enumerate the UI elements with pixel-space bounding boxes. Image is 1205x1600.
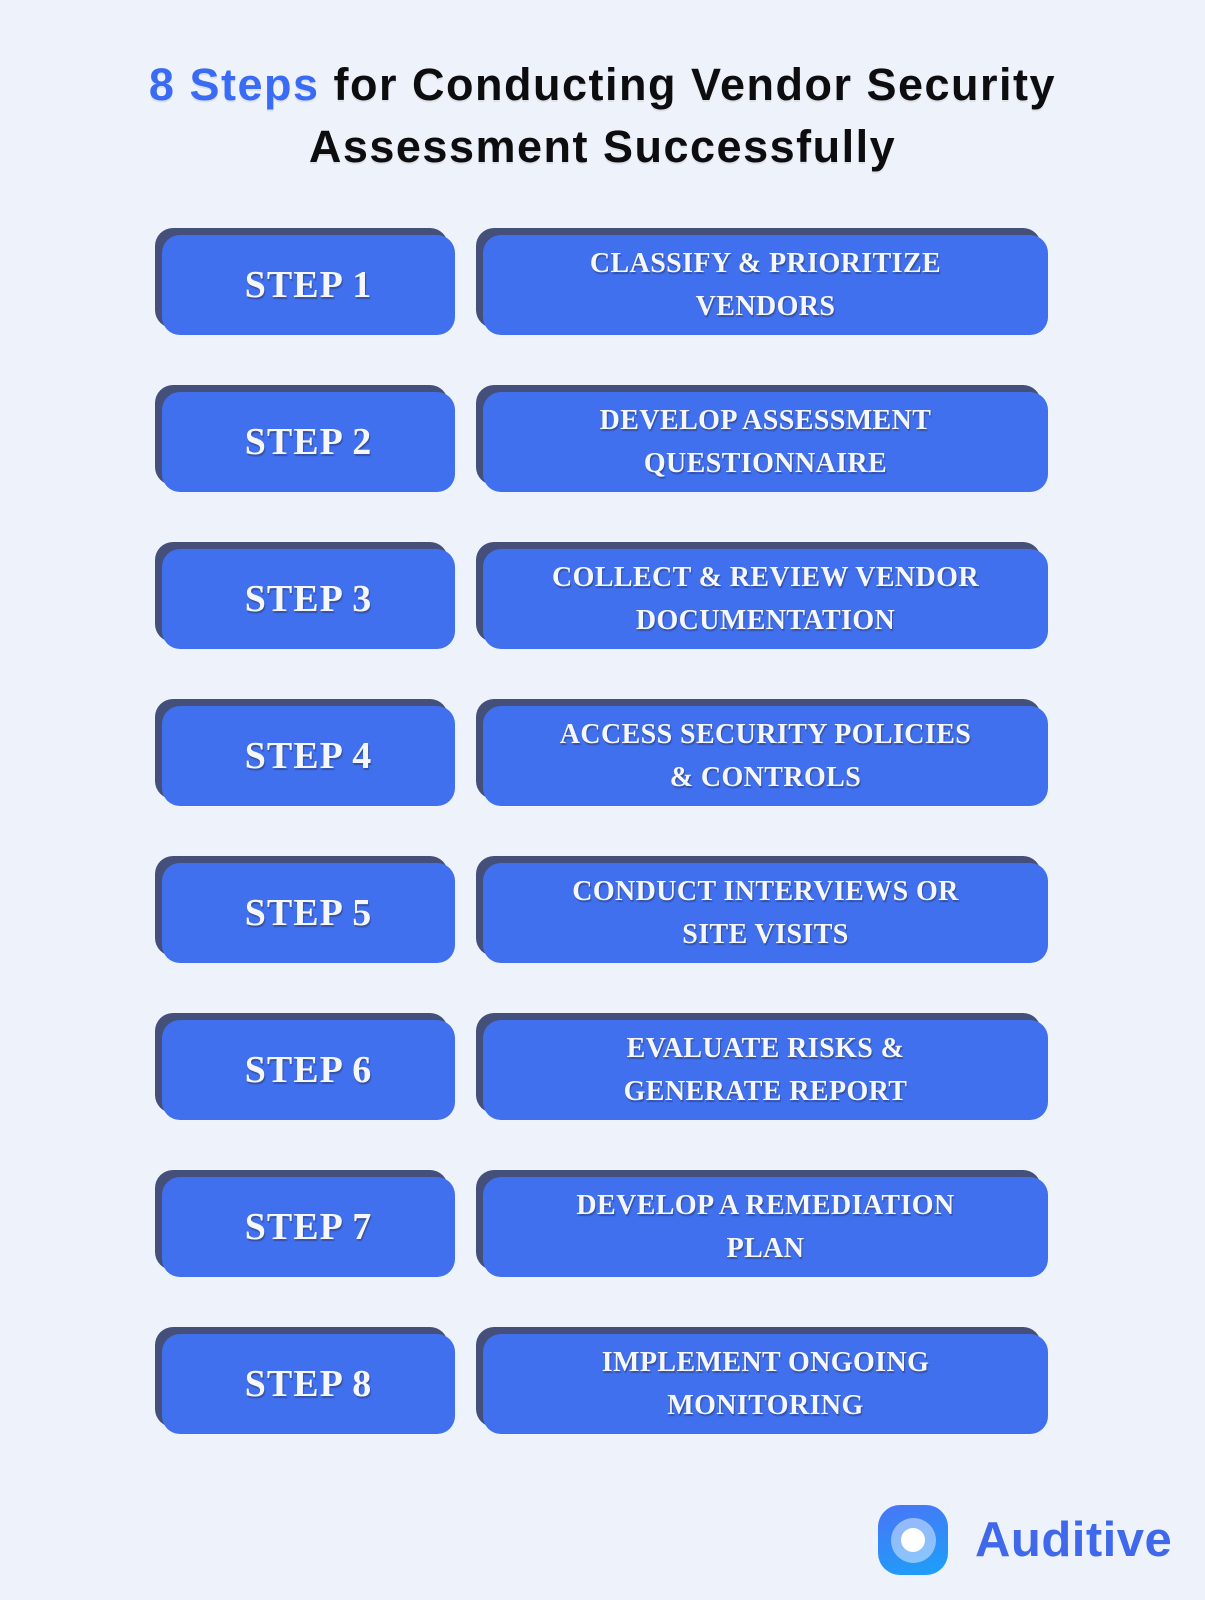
step-description-line1: DEVELOP A REMEDIATION: [576, 1189, 955, 1221]
step-description-line1: IMPLEMENT ONGOING: [601, 1346, 930, 1378]
step-number-label: STEP 3: [244, 578, 373, 620]
step-description: DEVELOP A REMEDIATION PLAN: [562, 1184, 968, 1271]
step-description-button: ACCESS SECURITY POLICIES & CONTROLS: [476, 699, 1048, 806]
step-row: STEP 8 IMPLEMENT ONGOING MONITORING: [155, 1327, 1048, 1434]
step-row: STEP 6 EVALUATE RISKS & GENERATE REPORT: [155, 1013, 1048, 1120]
step-number-label: STEP 2: [244, 421, 373, 463]
step-description-button: COLLECT & REVIEW VENDOR DOCUMENTATION: [476, 542, 1048, 649]
target-dot-icon: [878, 1505, 948, 1575]
step-description: IMPLEMENT ONGOING MONITORING: [588, 1341, 944, 1428]
step-description-line2: PLAN: [726, 1233, 805, 1264]
step-description-button: IMPLEMENT ONGOING MONITORING: [476, 1327, 1048, 1434]
step-number-button: STEP 7: [155, 1170, 455, 1277]
step-description-line1: DEVELOP ASSESSMENT: [599, 404, 932, 436]
step-description-button: EVALUATE RISKS & GENERATE REPORT: [476, 1013, 1048, 1120]
step-description-line2: MONITORING: [667, 1390, 864, 1421]
step-description-button: DEVELOP ASSESSMENT QUESTIONNAIRE: [476, 385, 1048, 492]
step-description: ACCESS SECURITY POLICIES & CONTROLS: [546, 713, 986, 800]
step-description-line1: ACCESS SECURITY POLICIES: [559, 718, 972, 750]
step-description-button: CLASSIFY & PRIORITIZE VENDORS: [476, 228, 1048, 335]
step-row: STEP 3 COLLECT & REVIEW VENDOR DOCUMENTA…: [155, 542, 1048, 649]
step-description: COLLECT & REVIEW VENDOR DOCUMENTATION: [538, 556, 993, 643]
step-description-button: CONDUCT INTERVIEWS OR SITE VISITS: [476, 856, 1048, 963]
title-rest: for Conducting Vendor Security: [333, 59, 1057, 110]
logo-ring: [890, 1517, 936, 1563]
step-description-line2: QUESTIONNAIRE: [643, 448, 888, 479]
page-title: 8 Steps for Conducting Vendor Security A…: [0, 54, 1205, 178]
step-row: STEP 4 ACCESS SECURITY POLICIES & CONTRO…: [155, 699, 1048, 806]
step-number-button: STEP 8: [155, 1327, 455, 1434]
step-description-line2: DOCUMENTATION: [635, 605, 896, 636]
step-row: STEP 5 CONDUCT INTERVIEWS OR SITE VISITS: [155, 856, 1048, 963]
step-number-label: STEP 8: [244, 1363, 373, 1405]
step-row: STEP 7 DEVELOP A REMEDIATION PLAN: [155, 1170, 1048, 1277]
step-number-button: STEP 3: [155, 542, 455, 649]
step-description-line1: COLLECT & REVIEW VENDOR: [552, 561, 979, 593]
title-accent: 8 Steps: [148, 59, 320, 110]
brand-footer: Auditive: [878, 1505, 1172, 1575]
logo-dot: [901, 1528, 925, 1552]
step-number-label: STEP 6: [244, 1049, 373, 1091]
step-description-line1: EVALUATE RISKS &: [626, 1032, 905, 1064]
steps-list: STEP 1 CLASSIFY & PRIORITIZE VENDORS STE…: [155, 228, 1048, 1434]
title-line2: Assessment Successfully: [308, 121, 897, 173]
step-number-button: STEP 4: [155, 699, 455, 806]
step-number-button: STEP 6: [155, 1013, 455, 1120]
step-number-label: STEP 1: [244, 264, 373, 306]
step-number-button: STEP 5: [155, 856, 455, 963]
step-number-label: STEP 5: [244, 892, 373, 934]
step-description: CLASSIFY & PRIORITIZE VENDORS: [576, 242, 955, 329]
step-row: STEP 1 CLASSIFY & PRIORITIZE VENDORS: [155, 228, 1048, 335]
step-description-line2: SITE VISITS: [682, 919, 849, 950]
step-number-button: STEP 2: [155, 385, 455, 492]
step-description: EVALUATE RISKS & GENERATE REPORT: [610, 1027, 922, 1114]
step-description: CONDUCT INTERVIEWS OR SITE VISITS: [558, 870, 973, 957]
step-description: DEVELOP ASSESSMENT QUESTIONNAIRE: [586, 399, 946, 486]
step-description-line2: GENERATE REPORT: [623, 1076, 908, 1107]
step-description-button: DEVELOP A REMEDIATION PLAN: [476, 1170, 1048, 1277]
brand-wordmark: Auditive: [975, 1513, 1173, 1567]
step-row: STEP 2 DEVELOP ASSESSMENT QUESTIONNAIRE: [155, 385, 1048, 492]
step-number-label: STEP 4: [244, 735, 373, 777]
step-description-line2: & CONTROLS: [669, 762, 862, 793]
step-number-button: STEP 1: [155, 228, 455, 335]
step-description-line2: VENDORS: [695, 291, 836, 322]
step-description-line1: CLASSIFY & PRIORITIZE: [589, 247, 942, 279]
step-description-line1: CONDUCT INTERVIEWS OR: [572, 875, 959, 907]
step-number-label: STEP 7: [244, 1206, 373, 1248]
